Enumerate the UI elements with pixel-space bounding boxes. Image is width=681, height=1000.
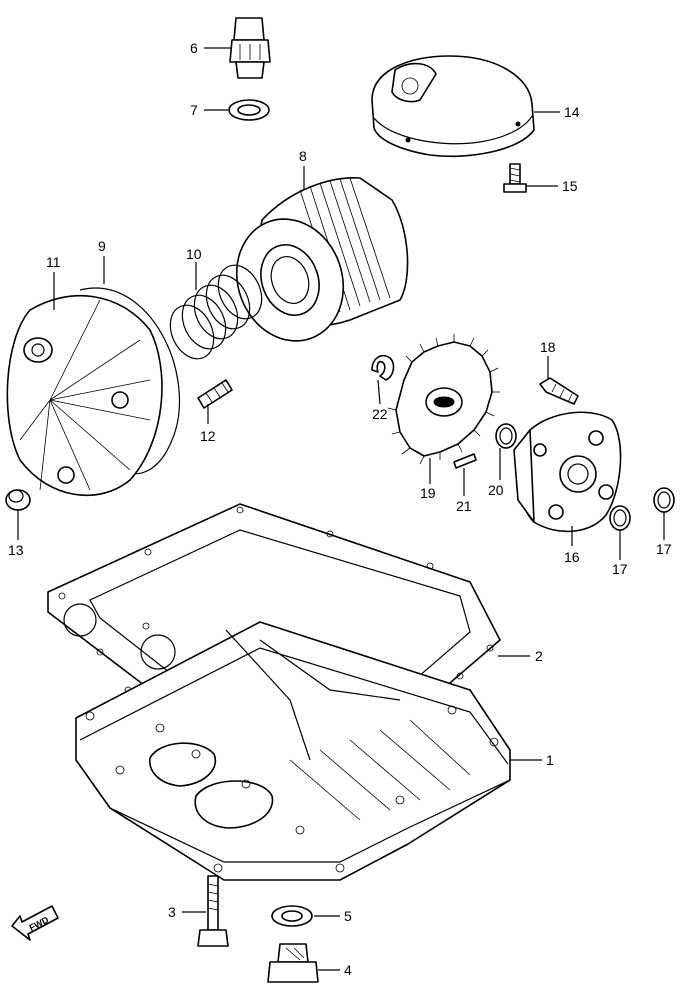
part-6-union-bolt [229,17,271,79]
part-16-oil-pump [513,411,622,533]
callout-9: 9 [98,238,106,254]
callout-5: 5 [344,908,352,924]
part-9-gasket [79,287,181,475]
callout-17-a: 17 [612,561,628,577]
callout-7: 7 [190,102,198,118]
part-20-o-ring [495,423,517,449]
part-18-bolt [539,377,579,405]
callout-8: 8 [299,148,307,164]
callout-11: 11 [46,254,61,270]
callout-18: 18 [540,339,556,355]
part-8-oil-filter [235,177,409,342]
part-14-filter-cap [371,55,535,158]
part-1-oil-pan [75,621,511,881]
callout-20: 20 [488,482,504,498]
callout-3: 3 [168,904,176,920]
callout-21: 21 [456,498,472,514]
part-17-o-ring-a [609,505,631,531]
part-3-bolt [197,875,229,947]
part-22-circlip [371,354,395,381]
fwd-arrow-icon: FWD [11,905,59,941]
part-19-gear [387,334,500,465]
callout-13: 13 [8,542,24,558]
part-7-washer [228,99,270,121]
callout-12: 12 [200,428,216,444]
callout-16: 16 [564,549,580,565]
part-12-stud [197,379,233,409]
callout-17-b: 17 [656,541,672,557]
part-10-spring [169,264,263,360]
part-21-pin [453,453,477,469]
callout-4: 4 [344,962,352,978]
part-17-o-ring-b [653,487,675,513]
callout-14: 14 [564,104,580,120]
callout-19: 19 [420,485,436,501]
part-11-filter-cover [6,294,163,497]
callout-2: 2 [535,648,543,664]
callout-6: 6 [190,40,198,56]
part-4-drain-plug [267,943,319,983]
part-13-dowel [5,489,31,511]
part-5-washer [271,905,313,927]
callout-1: 1 [546,752,554,768]
callout-22: 22 [372,406,388,422]
leader-lines [17,47,665,971]
part-15-bolt [503,163,527,193]
callout-10: 10 [186,246,202,262]
callout-15: 15 [562,178,578,194]
callout-labels: 6 7 14 15 8 9 10 11 12 13 22 18 19 21 20… [8,40,672,978]
